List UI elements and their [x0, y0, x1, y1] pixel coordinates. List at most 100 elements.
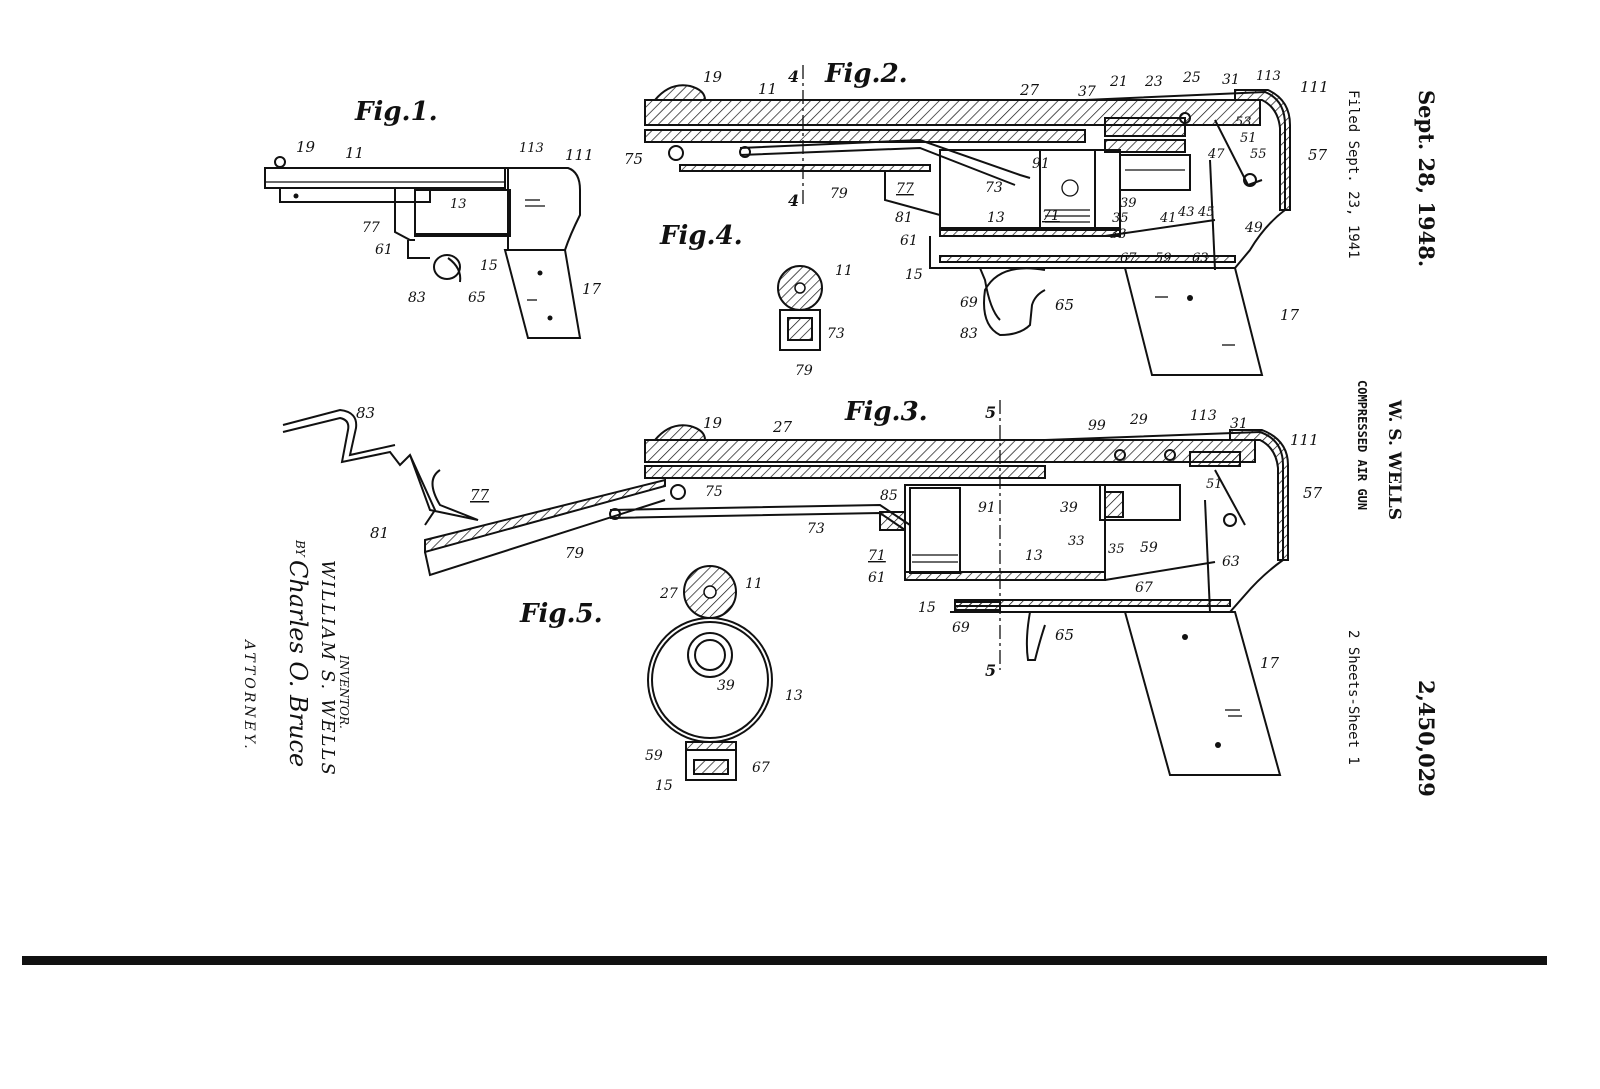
figure-3: Fig.3. 5 5	[282, 397, 1323, 776]
reference-numeral-81: 81	[370, 524, 389, 542]
by-label: BY	[293, 539, 307, 558]
reference-numeral-73: 73	[807, 521, 825, 537]
reference-numeral-23: 23	[1144, 74, 1163, 90]
reference-numeral-11: 11	[345, 144, 364, 162]
figure-1-label: Fig.1.	[354, 97, 438, 127]
attorney-label: ATTORNEY.	[241, 638, 257, 752]
reference-numeral-79: 79	[795, 363, 813, 379]
reference-numeral-13: 13	[987, 210, 1005, 226]
reference-numeral-111: 111	[1300, 78, 1329, 96]
reference-numeral-67: 67	[1135, 580, 1153, 596]
reference-numeral-65: 65	[1055, 296, 1074, 314]
reference-numeral-39: 39	[1120, 196, 1137, 211]
reference-numeral-73: 73	[827, 326, 845, 342]
reference-numeral-17: 17	[1280, 306, 1300, 324]
fig3-grip	[1123, 611, 1282, 776]
fig2-chamber	[939, 149, 1121, 231]
reference-numeral-11: 11	[835, 263, 853, 279]
reference-numeral-77: 77	[470, 486, 490, 504]
figure-3-label: Fig.3.	[844, 397, 928, 427]
reference-numeral-5: 5	[985, 661, 996, 680]
fig2-grip	[1123, 267, 1264, 376]
reference-numeral-113: 113	[1256, 69, 1281, 84]
reference-numeral-61: 61	[900, 233, 918, 249]
reference-numeral-69: 69	[952, 620, 970, 636]
filed-date: Filed Sept. 23, 1941	[1345, 90, 1361, 259]
reference-numeral-77: 77	[896, 181, 914, 197]
sheet-count: 2 Sheets-Sheet 1	[1345, 630, 1361, 765]
signature-block: INVENTOR. WILLIAM S. WELLS BY Charles O.…	[241, 539, 351, 777]
reference-numeral-77: 77	[362, 220, 380, 236]
reference-numeral-53: 53	[1235, 115, 1252, 130]
fig1-sight	[274, 156, 286, 168]
reference-numeral-83: 83	[356, 404, 375, 422]
figure-2: Fig.2. 4 4	[624, 59, 1329, 376]
reference-numeral-19: 19	[296, 138, 316, 156]
reference-numeral-51: 51	[1206, 477, 1223, 492]
fig2-front-sight	[652, 84, 707, 101]
figure-5: Fig.5. 27 11 39 13 59 67 15	[519, 565, 803, 794]
reference-numeral-39: 39	[1060, 500, 1078, 516]
reference-numeral-5: 5	[985, 403, 996, 422]
invention-title: COMPRESSED AIR GUN	[1355, 380, 1369, 510]
reference-numeral-39: 39	[717, 678, 735, 694]
reference-numeral-79: 79	[565, 544, 585, 562]
reference-numeral-45: 45	[1197, 205, 1215, 220]
reference-numeral-13: 13	[785, 688, 803, 704]
fig1-grip	[503, 249, 582, 339]
fig3-barrel	[644, 439, 1256, 463]
reference-numeral-65: 65	[1055, 626, 1074, 644]
attorney-signature: Charles O. Bruce	[284, 560, 312, 767]
reference-numeral-59: 59	[1155, 251, 1172, 266]
patent-header: Sept. 28, 1948. 2,450,029 W. S. WELLS Fi…	[1345, 90, 1439, 797]
reference-numeral-11: 11	[745, 576, 763, 592]
reference-numeral-15: 15	[655, 778, 673, 794]
reference-numeral-113: 113	[1190, 408, 1217, 424]
reference-numeral-11: 11	[758, 80, 777, 98]
reference-numeral-27: 27	[659, 586, 678, 602]
figure-1: Fig.1. 19 11 113 111 77 13 61 15 8	[264, 97, 602, 339]
reference-numeral-29: 29	[1129, 412, 1148, 428]
inventor-header-name: W. S. WELLS	[1384, 399, 1404, 520]
reference-numeral-4: 4	[788, 191, 799, 210]
reference-numeral-111: 111	[1290, 431, 1319, 449]
reference-numeral-21: 21	[1109, 74, 1128, 90]
reference-numeral-13: 13	[450, 197, 467, 212]
reference-numeral-111: 111	[565, 146, 594, 164]
reference-numeral-15: 15	[918, 600, 936, 616]
reference-numeral-91: 91	[1032, 156, 1050, 172]
reference-numeral-15: 15	[480, 258, 498, 274]
reference-numeral-61: 61	[375, 242, 393, 258]
inventor-name: WILLIAM S. WELLS	[317, 560, 338, 777]
reference-numeral-113: 113	[519, 141, 544, 156]
patent-date: Sept. 28, 1948.	[1414, 90, 1439, 267]
bottom-rule	[22, 956, 1547, 965]
reference-numeral-63: 63	[1222, 554, 1240, 570]
reference-numeral-55: 55	[1250, 147, 1267, 162]
patent-number: 2,450,029	[1414, 680, 1439, 797]
reference-numeral-81: 81	[895, 210, 913, 226]
reference-numeral-99: 99	[1088, 418, 1106, 434]
reference-numeral-61: 61	[868, 570, 886, 586]
reference-numeral-35: 35	[1108, 542, 1125, 557]
reference-numeral-13: 13	[1025, 548, 1043, 564]
reference-numeral-71: 71	[868, 548, 886, 564]
reference-numeral-83: 83	[960, 326, 978, 342]
reference-numeral-41: 41	[1159, 211, 1177, 226]
reference-numeral-25: 25	[1182, 70, 1201, 86]
reference-numeral-67: 67	[1120, 251, 1137, 266]
reference-numeral-15: 15	[905, 267, 923, 283]
reference-numeral-73: 73	[985, 180, 1003, 196]
reference-numeral-57: 57	[1303, 484, 1323, 502]
reference-numeral-27: 27	[1019, 81, 1040, 99]
inventor-label: INVENTOR.	[337, 654, 351, 729]
reference-numeral-85: 85	[880, 488, 898, 504]
reference-numeral-4: 4	[788, 67, 799, 86]
reference-numeral-75: 75	[624, 150, 643, 168]
reference-numeral-27: 27	[772, 418, 793, 436]
reference-numeral-71: 71	[1042, 208, 1060, 224]
fig1-barrel	[264, 167, 506, 189]
fig1-receiver	[470, 167, 581, 251]
figure-4: Fig.4. 11 73 79	[659, 221, 853, 379]
